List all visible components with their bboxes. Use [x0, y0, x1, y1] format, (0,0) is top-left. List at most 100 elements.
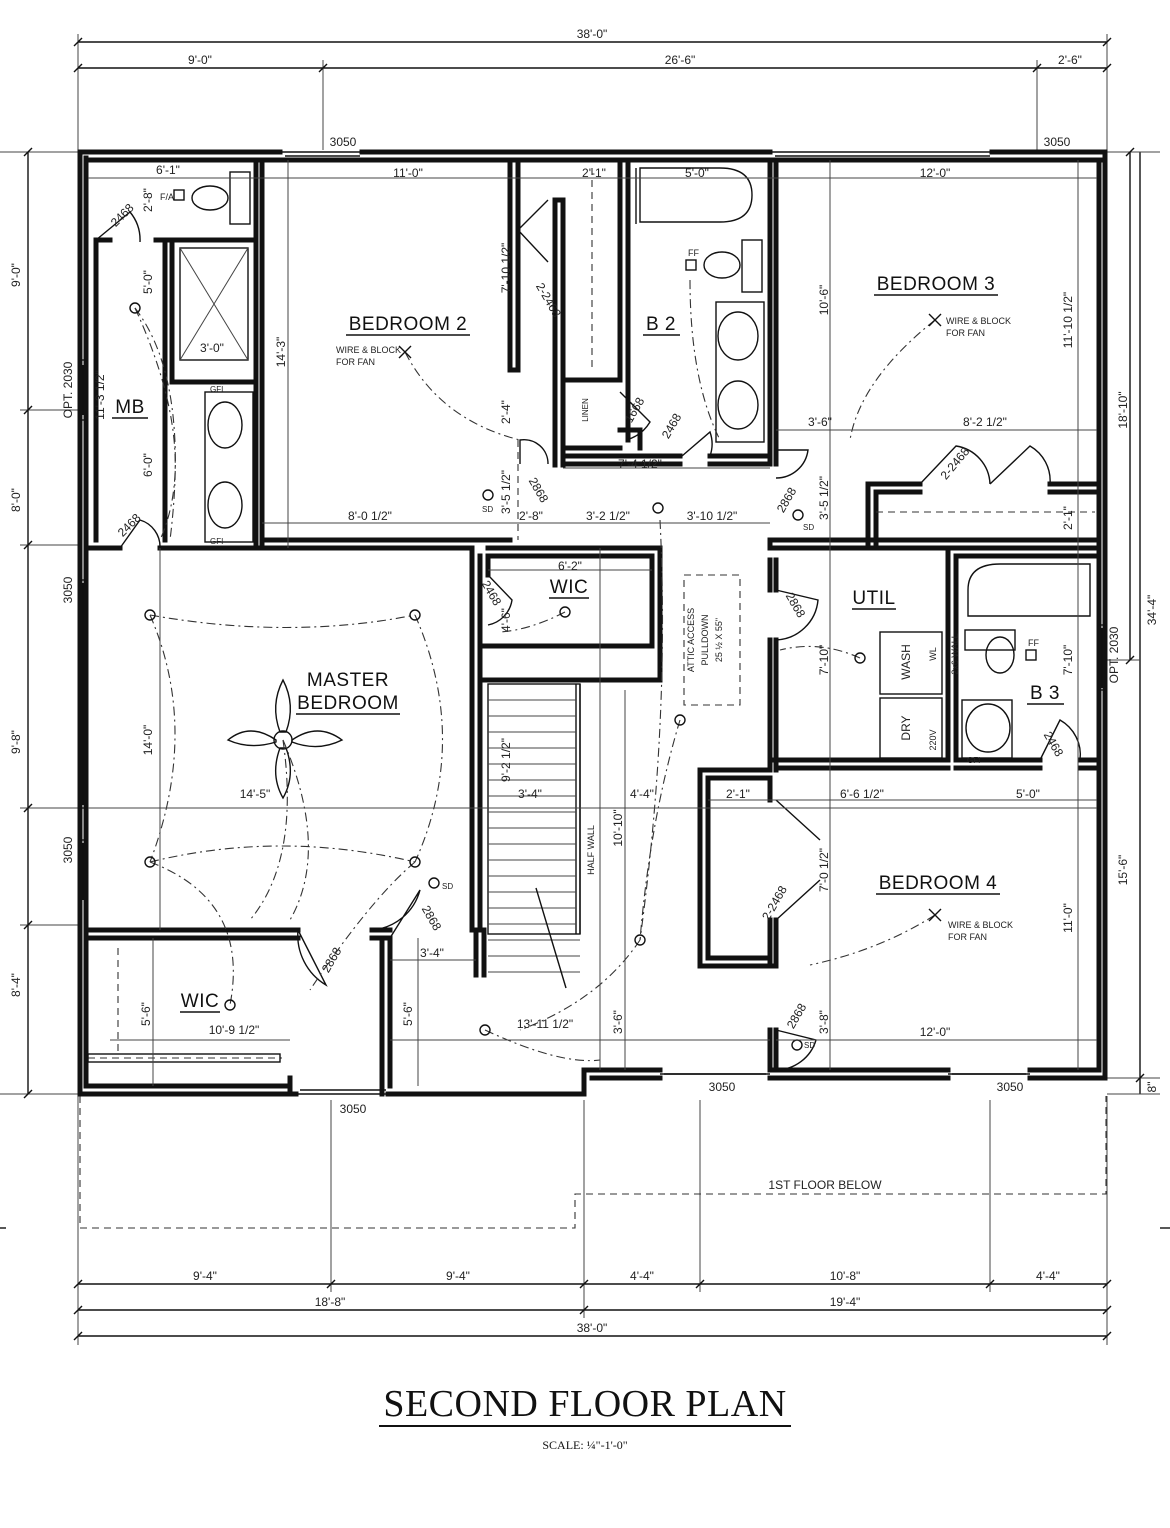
room-label-master-2: BEDROOM — [297, 693, 399, 714]
dim: 5'-0" — [1016, 787, 1040, 801]
dim: 3'-8" — [817, 1010, 831, 1034]
sd-label: SD — [803, 523, 814, 532]
fan-note: WIRE & BLOCK — [946, 316, 1011, 326]
right-dimensions: 18'-10" 34'-4" 15'-6" 8" OPT. 2030 — [1107, 147, 1160, 1095]
page-title-text: SECOND FLOOR PLAN — [379, 1383, 791, 1427]
attic-note: ATTIC ACCESS — [686, 608, 696, 672]
dim: 7'-10" — [817, 645, 831, 676]
dim-right: 8" — [1145, 1082, 1159, 1093]
room-labels: BEDROOM 2 BEDROOM 3 BEDROOM 4 MASTER BED… — [112, 274, 1064, 1013]
dim-top-total: 38'-0" — [577, 27, 608, 41]
first-floor-below: 1ST FLOOR BELOW — [0, 1096, 1170, 1229]
dim: 2'-1" — [582, 166, 606, 180]
room-label-bedroom-3: BEDROOM 3 — [877, 274, 996, 295]
sd-label: SD — [442, 882, 453, 891]
half-wall-note: HALF WALL — [586, 825, 596, 875]
dim-left: 9'-0" — [9, 263, 23, 287]
dim: 11'-0" — [393, 166, 423, 180]
dim: 10'-10" — [611, 809, 625, 846]
dim: 8'-2 1/2" — [963, 415, 1007, 429]
dim: 14'-0" — [141, 725, 155, 756]
room-label-wic: WIC — [550, 577, 588, 598]
dim-bottom: 9'-4" — [446, 1269, 470, 1283]
dim-bottom-total: 38'-0" — [577, 1321, 608, 1335]
attic-note: 25 ½ X 55" — [714, 618, 724, 662]
dim: 14'-5" — [240, 787, 271, 801]
door-label: 2468 — [479, 578, 505, 608]
door-labels: 2468 2468 2-2468 1668 2468 2868 2868 2-2… — [108, 201, 1067, 1032]
top-dimensions: 38'-0" 9'-0" 26'-6" 2'-6" 3050 3050 — [73, 27, 1112, 150]
dim: 3'-6" — [808, 415, 832, 429]
dim: 10'-9 1/2" — [209, 1023, 260, 1037]
room-label-b2: B 2 — [646, 314, 676, 335]
fan-note: WIRE & BLOCK — [336, 345, 401, 355]
dim: 7'-4 1/2" — [618, 457, 662, 471]
fan-note: FOR FAN — [336, 357, 375, 367]
dim-right: 34'-4" — [1145, 595, 1159, 626]
dim: 3'-10 1/2" — [687, 509, 738, 523]
dim: 12'-0" — [920, 166, 951, 180]
windows — [82, 155, 1103, 1091]
window-label: 3050 — [330, 135, 357, 149]
dim: 7'-0 1/2" — [817, 848, 831, 892]
dim: 8'-0 1/2" — [348, 509, 392, 523]
dim: 7'-10" — [1061, 645, 1075, 676]
room-label-util: UTIL — [852, 588, 895, 609]
room-label-b3: B 3 — [1030, 683, 1060, 704]
door-label: 2-2468 — [759, 883, 790, 923]
window-label: 3050 — [61, 836, 75, 863]
notes: WIRE & BLOCK FOR FAN WIRE & BLOCK FOR FA… — [160, 192, 1039, 1050]
gfi-label: GFI — [967, 756, 980, 765]
room-label-bedroom-4: BEDROOM 4 — [879, 873, 998, 894]
dim-bottom: 4'-4" — [1036, 1269, 1060, 1283]
dim: 4'-6" — [499, 608, 513, 632]
dim: 3'-5 1/2" — [499, 470, 513, 514]
door-label: 2868 — [783, 590, 809, 620]
window-label: 3050 — [997, 1080, 1024, 1094]
ff-label: FF — [1028, 638, 1039, 648]
interior-dim-lines — [88, 160, 1097, 1086]
dim: 4'-4" — [630, 787, 654, 801]
dim-bottom: 10'-8" — [830, 1269, 861, 1283]
page-title: SECOND FLOOR PLAN — [0, 1382, 1170, 1427]
gfi-label: GFI — [210, 385, 223, 394]
dim-bottom: 4'-4" — [630, 1269, 654, 1283]
dim: 2'-8" — [141, 188, 155, 212]
door-label: 2868 — [526, 475, 552, 505]
dim: 9'-2 1/2" — [499, 738, 513, 782]
first-floor-below-label: 1ST FLOOR BELOW — [768, 1178, 882, 1192]
dim-bottom-half: 19'-4" — [830, 1295, 861, 1309]
room-label-mb: MB — [115, 397, 145, 418]
sd-label: SD — [804, 1041, 815, 1050]
dim: 5'-6" — [401, 1002, 415, 1026]
door-label: 2868 — [784, 1001, 810, 1031]
door-label: 2868 — [419, 903, 445, 933]
dim: 2'-4" — [499, 400, 513, 424]
voltage-label: 220V — [928, 729, 938, 750]
dim: 3'-4" — [420, 946, 444, 960]
interior-dim-text: 6'-1" 11'-0" 2'-1" 5'-0" 12'-0" 3'-0" 5'… — [93, 163, 1075, 1116]
ff-label: FF — [688, 248, 699, 258]
dim: 3'-2 1/2" — [586, 509, 630, 523]
fixtures — [87, 167, 1095, 1063]
dim: 2'-1" — [726, 787, 750, 801]
dim: 11'-10 1/2" — [1061, 292, 1075, 348]
wl-label: WL — [928, 647, 938, 661]
bottom-dimensions: 9'-4" 9'-4" 4'-4" 10'-8" 4'-4" 18'-8" 19… — [73, 1096, 1112, 1345]
dim: 5'-0" — [141, 270, 155, 294]
fan-note: FOR FAN — [948, 932, 987, 942]
dim-left: 8'-0" — [9, 488, 23, 512]
room-label-linen: LINEN — [581, 398, 590, 422]
door-label: 2-2468 — [938, 444, 973, 482]
room-label-bedroom-2: BEDROOM 2 — [349, 314, 468, 335]
room-label-master-1: MASTER — [307, 670, 389, 691]
dim: 3'-0" — [200, 341, 224, 355]
gfi-label: GFI — [210, 537, 223, 546]
door-label: 2-2468 — [533, 280, 564, 320]
scale-note: SCALE: ¼"-1'-0" — [542, 1438, 628, 1452]
attic-note: PULLDOWN — [700, 614, 710, 665]
dim: 5'-0" — [685, 166, 709, 180]
dryer-label: DRY — [899, 715, 913, 740]
dim: 5'-6" — [139, 1002, 153, 1026]
